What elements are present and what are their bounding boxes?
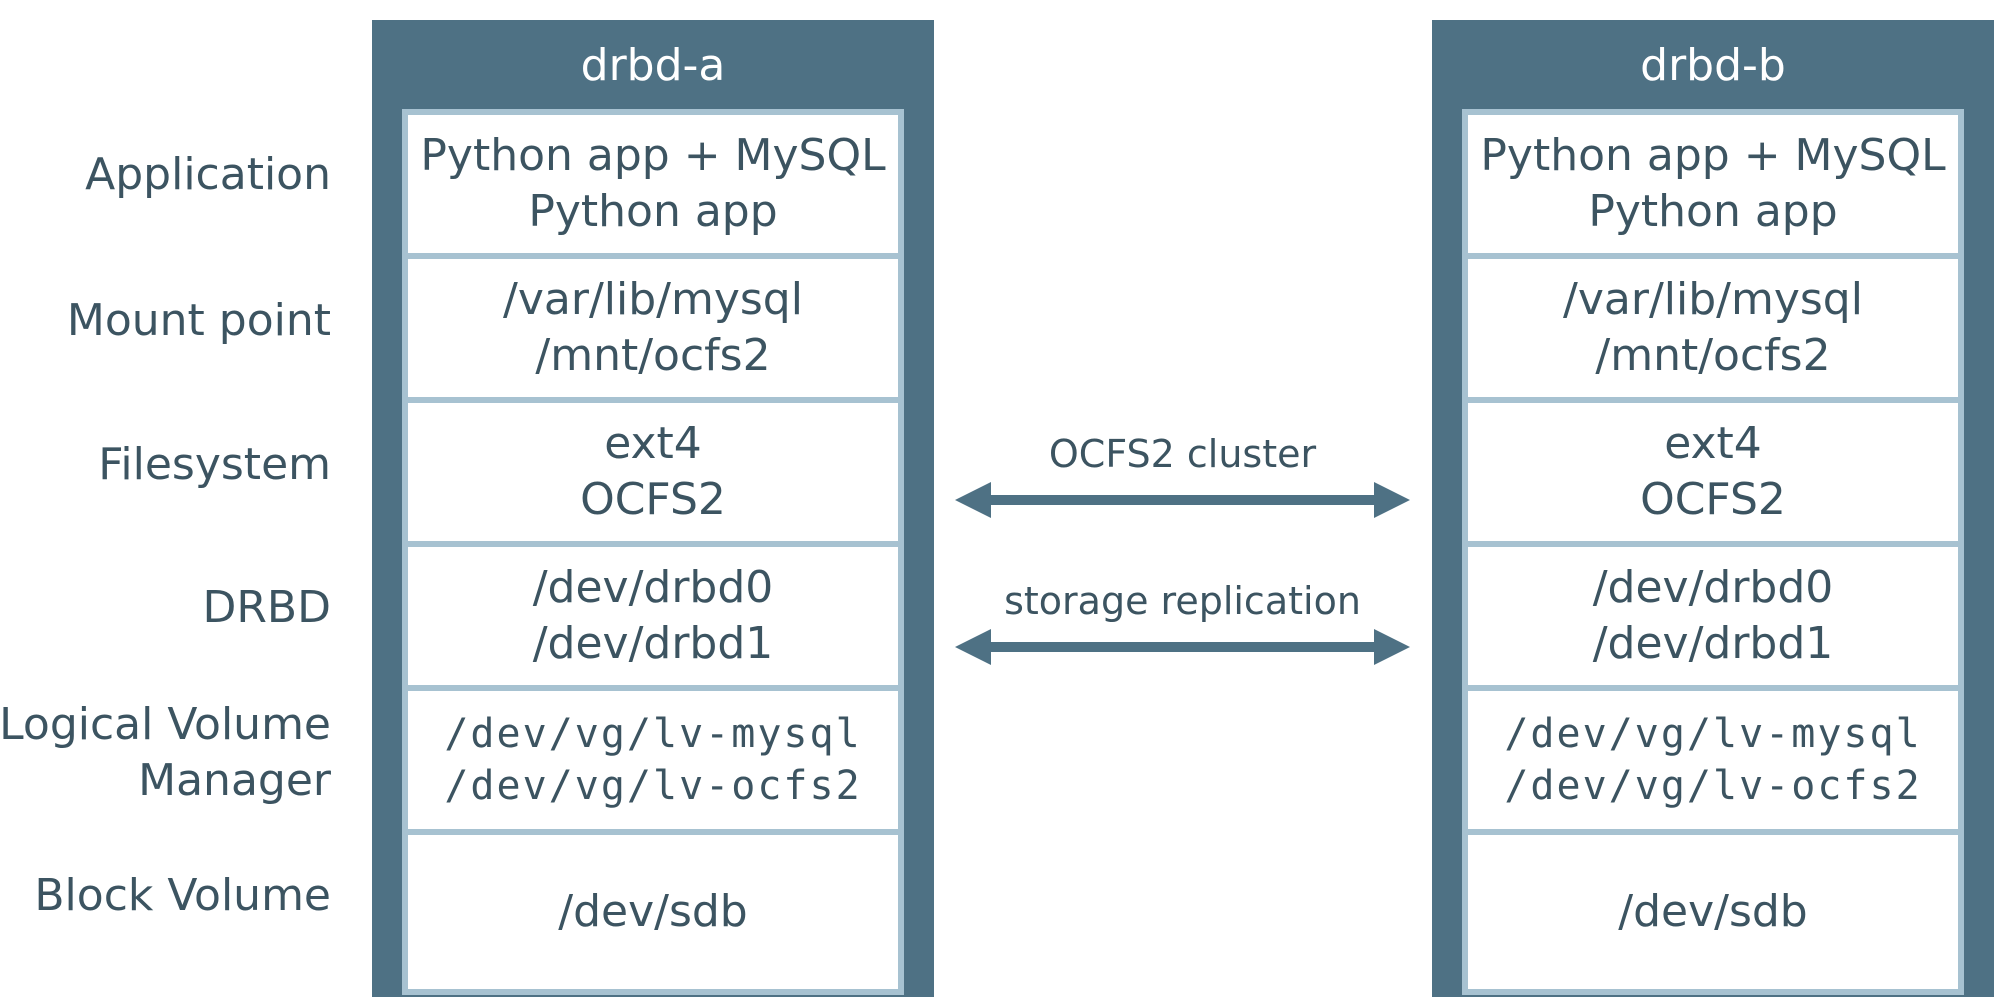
layer-text: /dev/drbd0 — [532, 562, 774, 613]
double-arrow-icon — [955, 629, 1410, 665]
row-label-lvm: Logical Volume Manager — [0, 699, 331, 806]
layer-text: OCFS2 — [1640, 474, 1786, 525]
layer-text: /dev/vg/lv-ocfs2 — [444, 763, 862, 809]
layer-text: OCFS2 — [580, 474, 726, 525]
layer-text: /mnt/ocfs2 — [535, 330, 771, 381]
layer-block-volume: /dev/sdb — [408, 835, 898, 989]
layer-application: Python app + MySQL Python app — [408, 115, 898, 253]
layer-mount-point: /var/lib/mysql /mnt/ocfs2 — [408, 259, 898, 397]
layer-text: ext4 — [604, 418, 702, 469]
row-label-mount-point: Mount point — [66, 295, 331, 346]
layer-filesystem: ext4 OCFS2 — [408, 403, 898, 541]
layer-text: /var/lib/mysql — [503, 274, 803, 325]
layer-application: Python app + MySQL Python app — [1468, 115, 1958, 253]
layer-lvm: /dev/vg/lv-mysql /dev/vg/lv-ocfs2 — [1468, 691, 1958, 829]
layer-text: /var/lib/mysql — [1563, 274, 1863, 325]
layer-block-volume: /dev/sdb — [1468, 835, 1958, 989]
node-title: drbd-a — [580, 40, 726, 91]
layer-stack: Python app + MySQL Python app /var/lib/m… — [402, 109, 904, 995]
layer-lvm: /dev/vg/lv-mysql /dev/vg/lv-ocfs2 — [408, 691, 898, 829]
node-drbd-a: drbd-a Python app + MySQL Python app /va… — [372, 20, 934, 997]
layer-mount-point: /var/lib/mysql /mnt/ocfs2 — [1468, 259, 1958, 397]
layer-text: ext4 — [1664, 418, 1762, 469]
layer-text: /dev/vg/lv-mysql — [444, 711, 862, 757]
row-label-drbd: DRBD — [202, 582, 331, 633]
layer-drbd: /dev/drbd0 /dev/drbd1 — [408, 547, 898, 685]
layer-text: /mnt/ocfs2 — [1595, 330, 1831, 381]
layer-text: /dev/drbd1 — [532, 618, 774, 669]
link-label: storage replication — [1004, 579, 1361, 623]
layer-drbd: /dev/drbd0 /dev/drbd1 — [1468, 547, 1958, 685]
layer-text: /dev/sdb — [558, 886, 748, 937]
layer-text: Python app + MySQL — [1480, 130, 1946, 181]
layer-text: /dev/drbd1 — [1592, 618, 1834, 669]
layer-text: Python app — [1588, 186, 1838, 237]
layer-filesystem: ext4 OCFS2 — [1468, 403, 1958, 541]
row-label-filesystem: Filesystem — [98, 439, 331, 490]
node-title: drbd-b — [1640, 40, 1786, 91]
layer-text: /dev/drbd0 — [1592, 562, 1834, 613]
layer-text: /dev/sdb — [1618, 886, 1808, 937]
double-arrow-icon — [955, 482, 1410, 518]
layer-stack: Python app + MySQL Python app /var/lib/m… — [1462, 109, 1964, 995]
layer-text: Python app — [528, 186, 778, 237]
layer-text: /dev/vg/lv-ocfs2 — [1504, 763, 1922, 809]
link-label: OCFS2 cluster — [1048, 432, 1317, 476]
node-drbd-b: drbd-b Python app + MySQL Python app /va… — [1432, 20, 1994, 997]
row-label-application: Application — [85, 149, 331, 200]
row-label-block-volume: Block Volume — [34, 870, 331, 921]
layer-text: /dev/vg/lv-mysql — [1504, 711, 1922, 757]
layer-text: Python app + MySQL — [420, 130, 886, 181]
